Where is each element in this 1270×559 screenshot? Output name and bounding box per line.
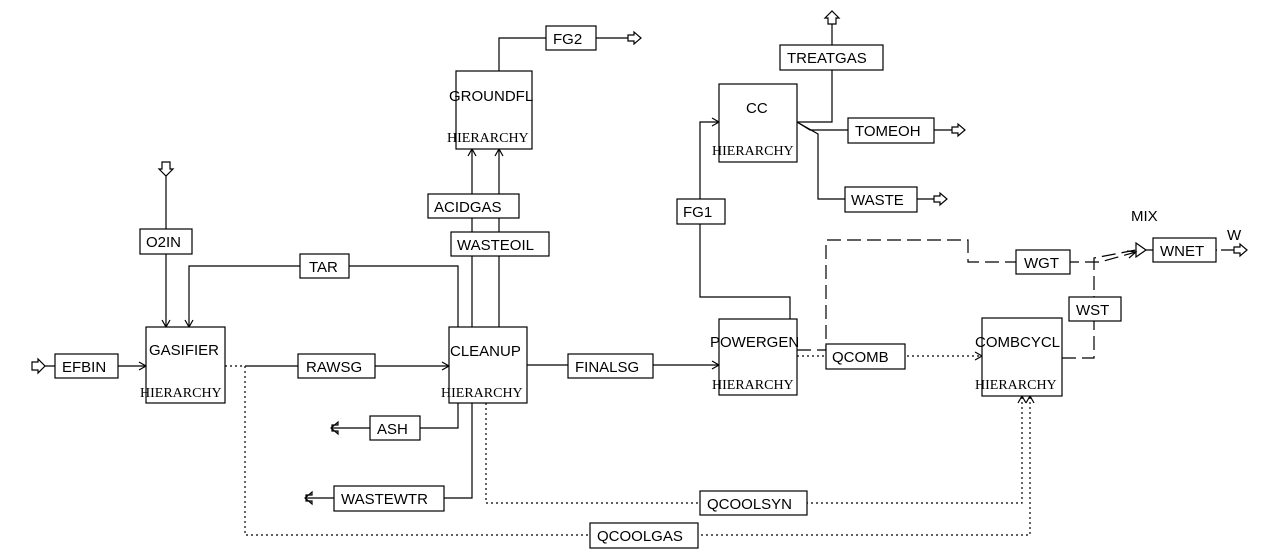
combcycl-block-name: COMBCYCL: [975, 334, 1060, 351]
svg-text:QCOMB: QCOMB: [832, 349, 889, 366]
stream-label-efbin[interactable]: EFBIN: [54, 353, 119, 379]
stream-line-treatgas[interactable]: [797, 24, 833, 123]
svg-text:TAR: TAR: [309, 259, 338, 276]
product-arrow-icon: [330, 420, 339, 436]
mix-block-name: MIX: [1131, 208, 1158, 225]
svg-text:O2IN: O2IN: [146, 234, 181, 251]
stream-label-tomeoh[interactable]: TOMEOH: [847, 117, 935, 144]
stream-label-qcoolsyn[interactable]: QCOOLSYN: [699, 490, 808, 516]
stream-label-fg1[interactable]: FG1: [676, 198, 726, 225]
product-arrow-icon: [304, 490, 313, 506]
powergen-block-sub: HIERARCHY: [712, 378, 794, 393]
arrowhead: [1025, 394, 1035, 404]
cc-block-name: CC: [746, 100, 768, 117]
mix-block-icon[interactable]: [1135, 241, 1148, 259]
cc-block[interactable]: CC HIERARCHY: [712, 83, 798, 163]
product-arrow-icon: [627, 30, 642, 46]
cleanup-block[interactable]: CLEANUP HIERARCHY: [441, 326, 528, 404]
stream-label-wnet[interactable]: WNET: [1152, 237, 1217, 263]
svg-text:RAWSG: RAWSG: [306, 359, 362, 376]
stream-label-tar[interactable]: TAR: [299, 253, 350, 279]
feed-arrow-icon: [31, 357, 46, 375]
svg-text:WST: WST: [1076, 302, 1109, 319]
gasifier-block[interactable]: GASIFIER HIERARCHY: [140, 326, 226, 404]
gasifier-block-sub: HIERARCHY: [140, 386, 222, 401]
svg-text:ASH: ASH: [377, 421, 408, 438]
stream-label-wastewtr[interactable]: WASTEWTR: [333, 485, 445, 512]
svg-text:TREATGAS: TREATGAS: [787, 50, 867, 67]
svg-text:FG2: FG2: [553, 31, 582, 48]
product-arrow-icon: [823, 10, 841, 25]
stream-label-waste[interactable]: WASTE: [844, 186, 918, 213]
svg-text:QCOOLGAS: QCOOLGAS: [597, 528, 683, 545]
stream-label-treatgas[interactable]: TREATGAS: [779, 44, 884, 71]
stream-line-fg1[interactable]: [699, 121, 791, 319]
powergen-block[interactable]: POWERGEN HIERARCHY: [710, 318, 799, 396]
stream-line-wgt[interactable]: [797, 239, 1137, 351]
feed-arrow-icon: [157, 161, 175, 177]
stream-label-wasteoil[interactable]: WASTEOIL: [450, 231, 550, 257]
product-arrow-icon: [933, 191, 948, 207]
stream-label-ash[interactable]: ASH: [369, 415, 421, 441]
svg-text:WASTEWTR: WASTEWTR: [341, 491, 428, 508]
stream-label-wst[interactable]: WST: [1068, 296, 1122, 322]
stream-label-wgt[interactable]: WGT: [1015, 249, 1071, 275]
stream-label-w: W: [1227, 227, 1242, 244]
stream-label-rawsg[interactable]: RAWSG: [297, 353, 376, 379]
svg-text:FINALSG: FINALSG: [575, 359, 639, 376]
stream-label-qcoolgas[interactable]: QCOOLGAS: [589, 522, 699, 549]
cc-block-sub: HIERARCHY: [712, 144, 794, 159]
svg-text:WASTEOIL: WASTEOIL: [457, 237, 534, 254]
svg-text:FG1: FG1: [683, 204, 712, 221]
svg-text:WGT: WGT: [1024, 255, 1059, 272]
groundfl-block[interactable]: GROUNDFL HIERARCHY: [447, 70, 533, 150]
svg-text:WNET: WNET: [1160, 243, 1204, 260]
stream-line-qcoolgas[interactable]: [225, 365, 1031, 536]
combcycl-block-sub: HIERARCHY: [975, 378, 1057, 393]
svg-text:WASTE: WASTE: [851, 192, 904, 209]
product-arrow-icon: [1233, 242, 1248, 258]
stream-label-finalsg[interactable]: FINALSG: [567, 353, 654, 379]
combcycl-block[interactable]: COMBCYCL HIERARCHY: [975, 317, 1063, 397]
powergen-block-name: POWERGEN: [710, 334, 799, 351]
stream-label-acidgas[interactable]: ACIDGAS: [427, 193, 520, 219]
svg-text:EFBIN: EFBIN: [62, 359, 106, 376]
svg-text:QCOOLSYN: QCOOLSYN: [707, 496, 792, 513]
cleanup-block-sub: HIERARCHY: [441, 386, 523, 401]
product-arrow-icon: [951, 122, 966, 138]
stream-label-fg2[interactable]: FG2: [545, 25, 597, 51]
gasifier-block-name: GASIFIER: [149, 342, 219, 359]
stream-line-qcoolsyn[interactable]: [485, 396, 1023, 504]
groundfl-block-name: GROUNDFL: [449, 88, 533, 105]
stream-label-qcomb[interactable]: QCOMB: [825, 343, 906, 370]
groundfl-block-sub: HIERARCHY: [447, 131, 529, 146]
stream-label-o2in[interactable]: O2IN: [139, 228, 193, 255]
cleanup-block-name: CLEANUP: [450, 343, 521, 360]
arrowhead: [1017, 394, 1027, 404]
svg-text:ACIDGAS: ACIDGAS: [434, 199, 502, 216]
svg-text:TOMEOH: TOMEOH: [855, 123, 921, 140]
